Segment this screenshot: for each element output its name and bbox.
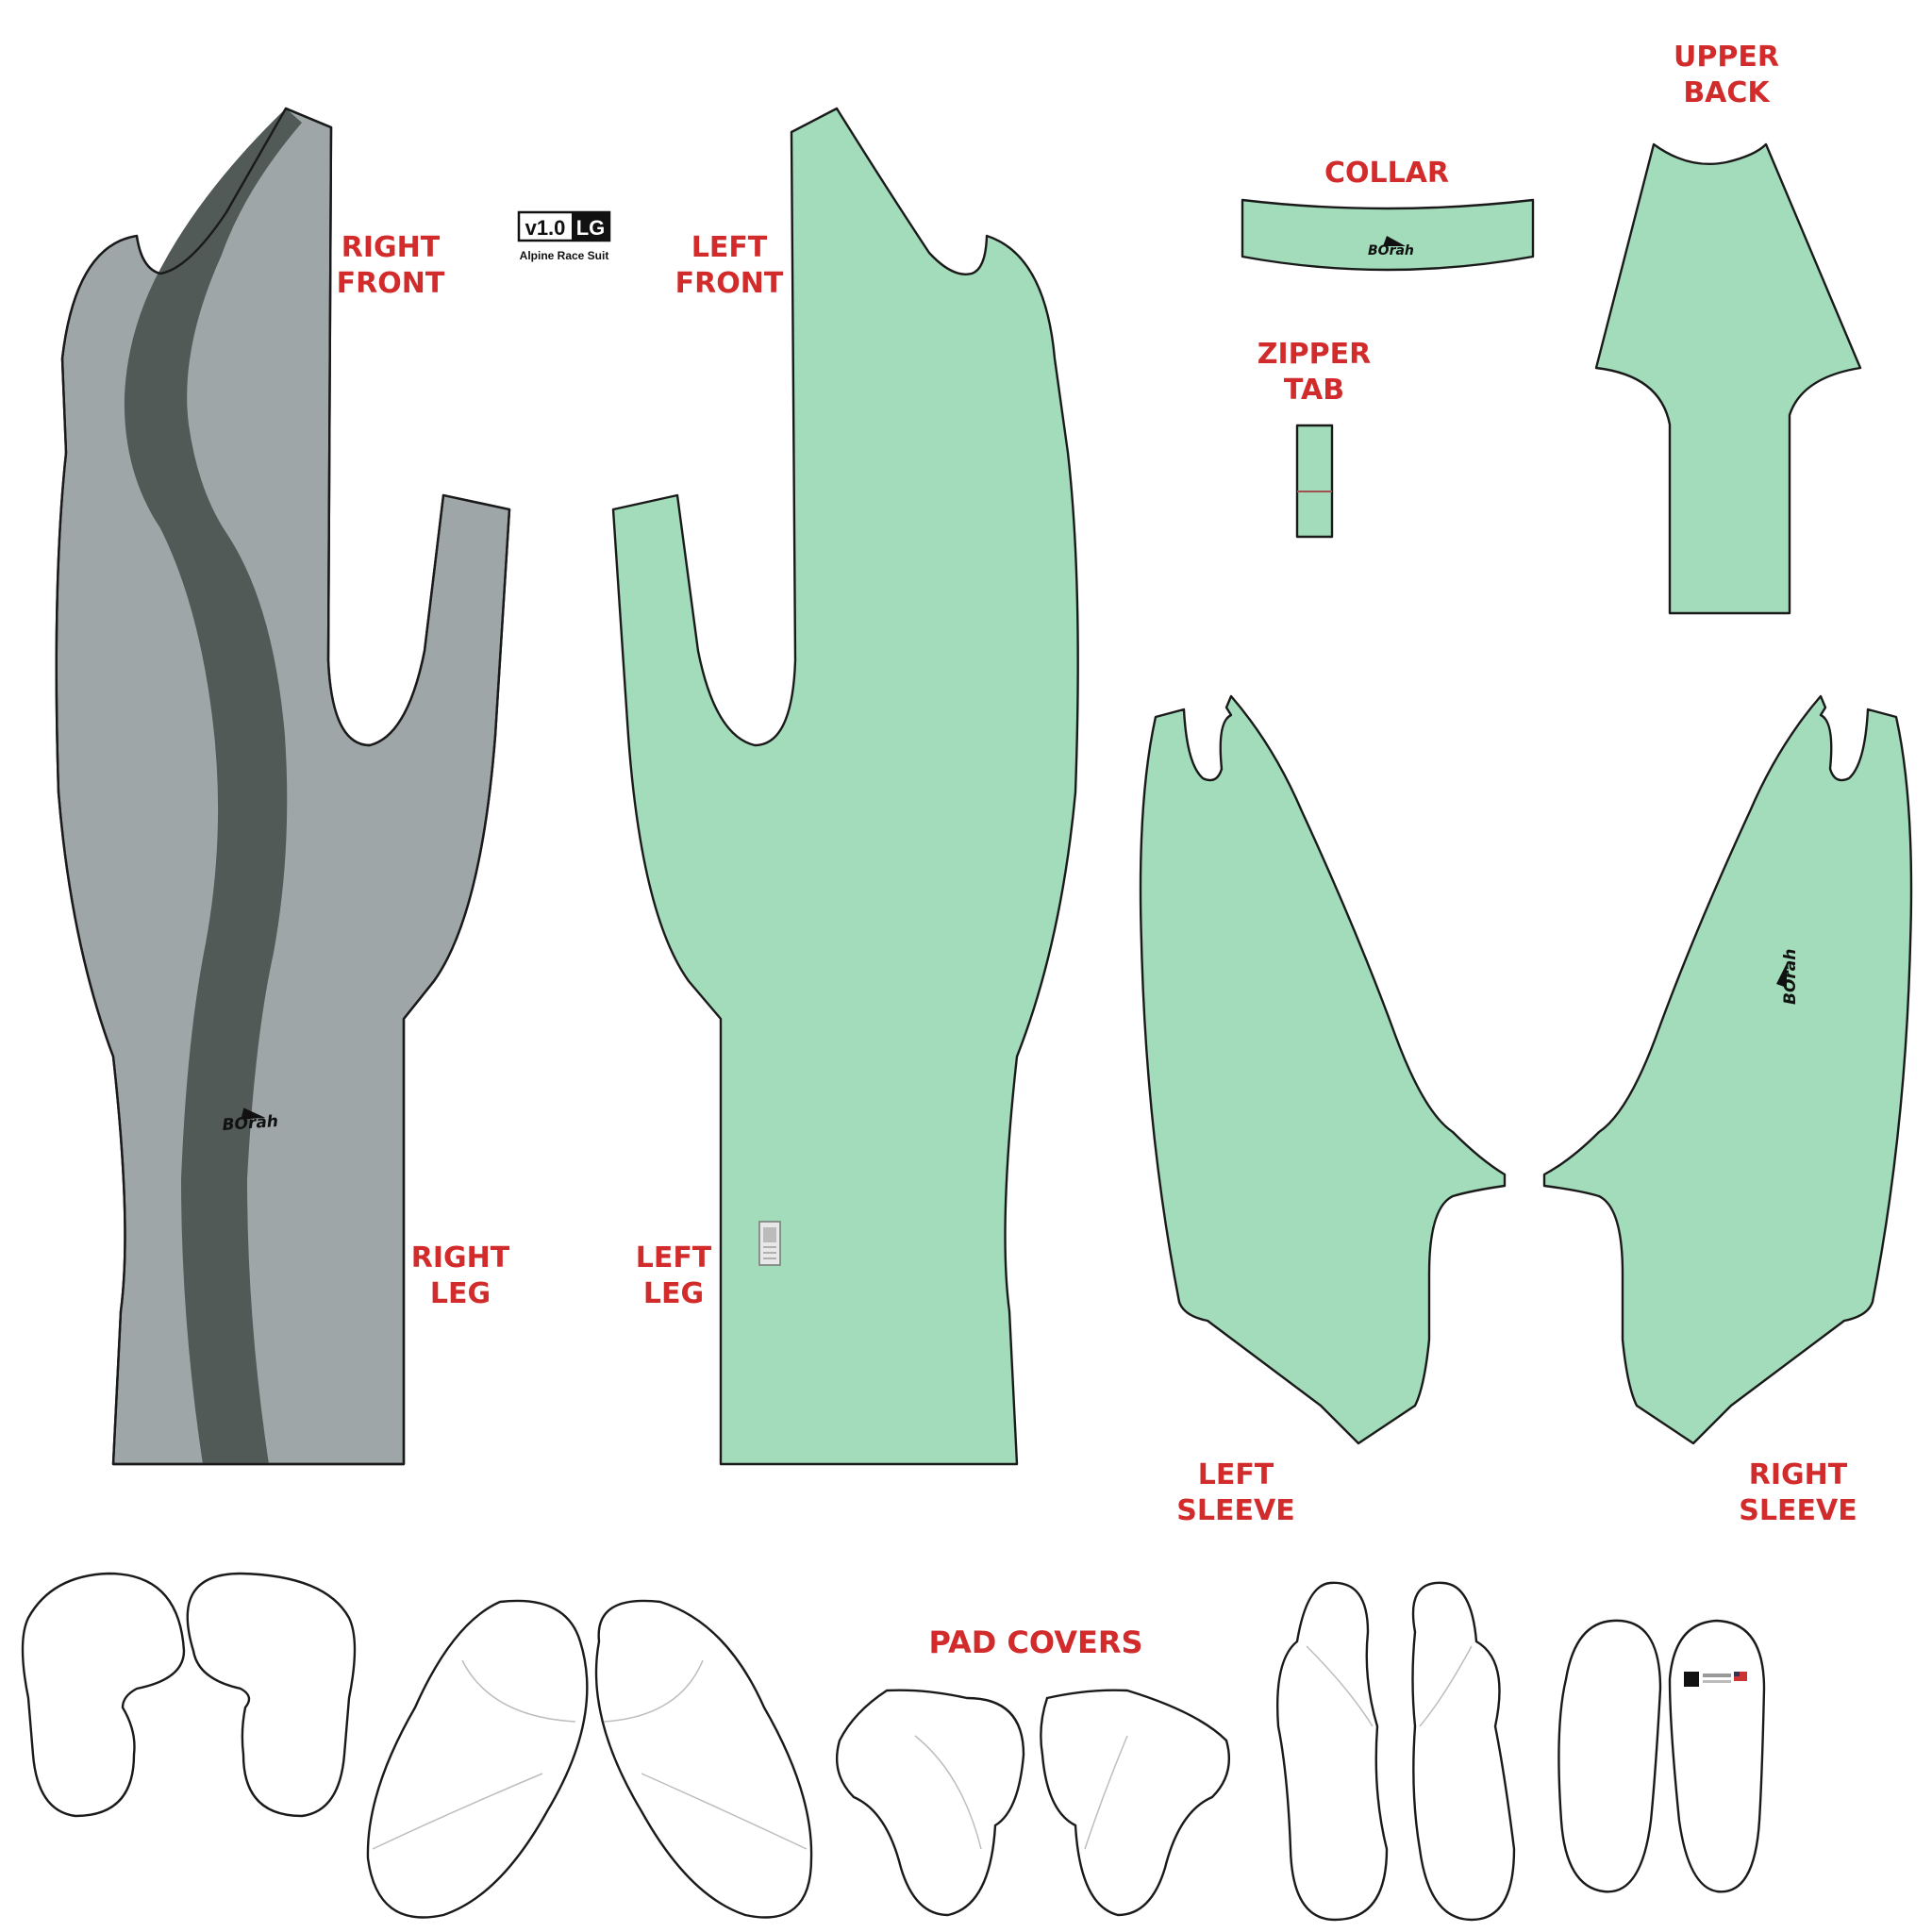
svg-text:RIGHT: RIGHT bbox=[1749, 1458, 1848, 1491]
pad-cover-7[interactable] bbox=[1276, 1581, 1389, 1922]
svg-text:LEG: LEG bbox=[430, 1277, 491, 1310]
svg-text:LEG: LEG bbox=[643, 1277, 704, 1310]
svg-text:BACK: BACK bbox=[1683, 76, 1771, 109]
svg-text:LEFT: LEFT bbox=[1198, 1458, 1274, 1491]
pad-cover-1[interactable] bbox=[21, 1572, 186, 1818]
label-zipper-tab: ZIPPER TAB bbox=[1257, 338, 1371, 407]
right-front-stripe bbox=[124, 108, 302, 1464]
svg-text:UPPER: UPPER bbox=[1674, 41, 1779, 74]
svg-text:SLEEVE: SLEEVE bbox=[1176, 1494, 1294, 1527]
svg-text:PAD COVERS: PAD COVERS bbox=[928, 1624, 1142, 1660]
svg-text:TAB: TAB bbox=[1284, 374, 1344, 407]
badge-version: v1.0 bbox=[525, 216, 566, 240]
right-sleeve-piece[interactable]: BOrah bbox=[1542, 694, 1913, 1445]
logo-right-front: BOrah bbox=[222, 1108, 279, 1135]
left-front-panel bbox=[611, 107, 1079, 1466]
badge-size: LG bbox=[576, 216, 606, 240]
zipper-tab-panel bbox=[1295, 424, 1334, 539]
logo-text-right-front: BOrah bbox=[222, 1112, 279, 1135]
left-sleeve-panel bbox=[1139, 694, 1507, 1445]
pad-cover-5[interactable] bbox=[836, 1689, 1025, 1917]
label-right-leg: RIGHT LEG bbox=[411, 1241, 510, 1310]
left-sleeve-piece[interactable] bbox=[1139, 694, 1507, 1445]
collar-piece[interactable]: BOrah bbox=[1241, 198, 1535, 272]
label-right-front: RIGHT FRONT bbox=[337, 231, 445, 300]
pad-cover-4[interactable] bbox=[594, 1599, 813, 1919]
certification-tag bbox=[758, 1221, 781, 1266]
label-upper-back: UPPER BACK bbox=[1674, 41, 1779, 109]
label-left-sleeve: LEFT SLEEVE bbox=[1176, 1458, 1294, 1527]
pad-covers-group bbox=[21, 1572, 1766, 1922]
svg-text:RIGHT: RIGHT bbox=[411, 1241, 510, 1274]
upper-back-piece[interactable] bbox=[1594, 142, 1862, 615]
right-front-piece[interactable]: BOrah bbox=[55, 107, 511, 1466]
svg-text:LEFT: LEFT bbox=[636, 1241, 712, 1274]
upper-back-panel bbox=[1594, 142, 1862, 615]
svg-text:SLEEVE: SLEEVE bbox=[1739, 1494, 1857, 1527]
pad-cover-10[interactable] bbox=[1668, 1619, 1766, 1893]
svg-text:ZIPPER: ZIPPER bbox=[1257, 338, 1371, 371]
zipper-tab-piece[interactable] bbox=[1295, 424, 1334, 539]
right-sleeve-panel bbox=[1542, 694, 1913, 1445]
logo-collar: BOrah bbox=[1368, 236, 1414, 258]
svg-text:COLLAR: COLLAR bbox=[1324, 157, 1449, 190]
version-badge: v1.0 LG Alpine Race Suit bbox=[517, 210, 611, 262]
svg-text:FRONT: FRONT bbox=[675, 267, 784, 300]
pad-cover-9[interactable] bbox=[1557, 1619, 1662, 1893]
logo-right-sleeve: BOrah bbox=[1776, 949, 1800, 1005]
label-pad-covers: PAD COVERS bbox=[928, 1624, 1142, 1660]
label-collar: COLLAR bbox=[1324, 157, 1449, 190]
label-left-front: LEFT FRONT bbox=[675, 231, 784, 300]
pad-cover-3[interactable] bbox=[366, 1599, 589, 1919]
logo-text-right-sleeve: BOrah bbox=[1781, 949, 1800, 1005]
size-label-tag bbox=[1684, 1672, 1747, 1687]
svg-text:FRONT: FRONT bbox=[337, 267, 445, 300]
label-right-sleeve: RIGHT SLEEVE bbox=[1739, 1458, 1857, 1527]
svg-text:RIGHT: RIGHT bbox=[341, 231, 441, 264]
pad-cover-6[interactable] bbox=[1040, 1689, 1230, 1917]
badge-product: Alpine Race Suit bbox=[520, 249, 609, 262]
svg-text:LEFT: LEFT bbox=[691, 231, 768, 264]
pad-cover-8[interactable] bbox=[1411, 1581, 1516, 1922]
left-front-piece[interactable] bbox=[611, 107, 1079, 1466]
logo-text-collar: BOrah bbox=[1368, 243, 1414, 258]
collar-panel bbox=[1241, 198, 1535, 272]
label-left-leg: LEFT LEG bbox=[636, 1241, 712, 1310]
pad-cover-2[interactable] bbox=[186, 1572, 357, 1818]
